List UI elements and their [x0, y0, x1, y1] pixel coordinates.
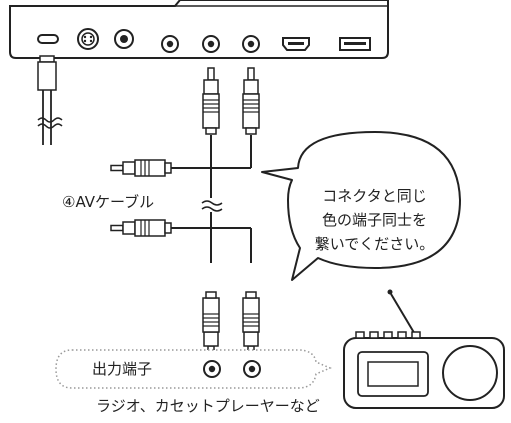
instruction-line: コネクタと同じ — [322, 187, 427, 205]
rca-port-icon — [242, 35, 260, 53]
rca-plug-icon — [110, 219, 172, 237]
rca-port-icon — [161, 35, 179, 53]
rca-plug-icon — [202, 67, 220, 135]
power-cable — [37, 55, 63, 145]
rca-port-icon — [243, 360, 261, 378]
instruction-bubble — [261, 131, 461, 281]
rca-plug-icon — [110, 159, 172, 177]
player-device — [9, 0, 389, 59]
cable-break-mark — [201, 198, 223, 212]
instruction-line: 色の端子同士を — [321, 211, 427, 229]
radio-cassette-icon — [343, 289, 505, 409]
rca-plug-icon — [242, 67, 260, 135]
headphone-port-icon — [114, 29, 134, 49]
instruction-line: 繋いでください。 — [314, 235, 435, 253]
hdmi-port-icon — [282, 37, 310, 51]
rca-plug-icon — [202, 291, 220, 359]
device-caption: ラジオ、カセットプレーヤーなど — [96, 397, 320, 415]
usb-port-icon — [339, 37, 371, 51]
s-video-port-icon — [77, 28, 99, 50]
usb-c-port-icon — [37, 34, 59, 44]
instruction-text: コネクタと同じ 色の端子同士を 繋いでください。 — [292, 184, 457, 256]
output-terminal-bubble — [55, 349, 332, 389]
av-cable-label: ④AVケーブル — [62, 193, 155, 211]
output-terminal-label: 出力端子 — [92, 360, 153, 378]
rca-port-icon — [202, 35, 220, 53]
rca-port-icon — [203, 360, 221, 378]
rca-plug-icon — [242, 291, 260, 359]
